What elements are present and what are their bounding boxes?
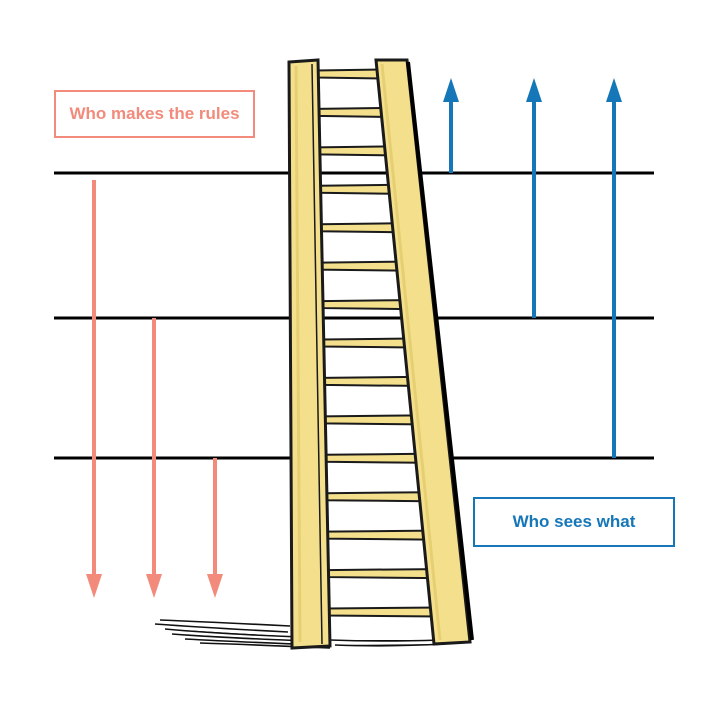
ladder-rung xyxy=(324,529,435,541)
rules-label-text: Who makes the rules xyxy=(69,104,240,123)
ladder xyxy=(287,58,474,650)
ladder-rung xyxy=(318,222,404,234)
ladder-rung xyxy=(323,491,431,503)
ladder-rung xyxy=(321,375,419,387)
ladder-rung xyxy=(319,260,408,272)
ladder-rung xyxy=(320,337,416,349)
sees-label-text: Who sees what xyxy=(512,512,636,531)
rules-label: Who makes the rules xyxy=(54,90,255,138)
ladder-rung xyxy=(325,568,438,580)
ladder-rung xyxy=(320,299,412,311)
ladder-rung xyxy=(317,183,400,195)
sees-label: Who sees what xyxy=(473,497,675,547)
ladder-right-rail xyxy=(374,58,472,646)
ladder-rung xyxy=(322,414,423,426)
ladder-rung xyxy=(323,452,427,464)
rules-arrows xyxy=(86,180,223,598)
sees-arrows xyxy=(443,78,622,458)
ladder-rung xyxy=(326,606,442,618)
